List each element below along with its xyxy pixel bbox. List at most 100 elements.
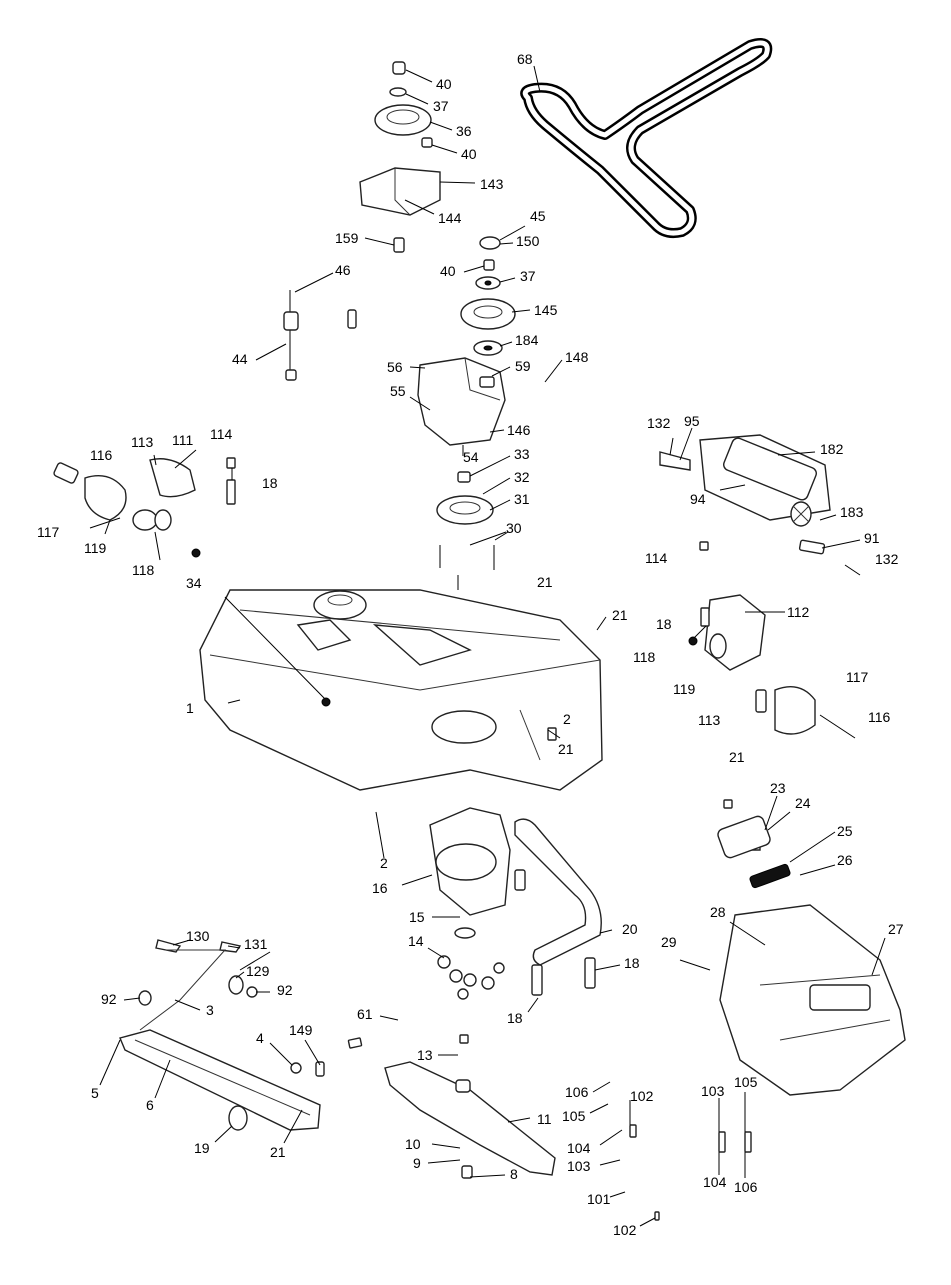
callout-119: 119 — [84, 540, 107, 556]
callout-28: 28 — [710, 904, 726, 920]
callout-16: 16 — [372, 880, 388, 896]
small-hardware-center — [437, 927, 505, 1000]
callout-130: 130 — [186, 928, 210, 944]
bolt-assembly-44 — [283, 290, 357, 381]
callout-24: 24 — [795, 795, 811, 811]
callout-104: 104 — [703, 1174, 727, 1190]
callout-21: 21 — [537, 574, 553, 590]
callout-61: 61 — [357, 1006, 373, 1022]
callout-182: 182 — [820, 441, 844, 457]
callout-8: 8 — [510, 1166, 518, 1182]
callout-33: 33 — [514, 446, 530, 462]
callout-15: 15 — [409, 909, 425, 925]
callout-40: 40 — [461, 146, 477, 162]
callout-101: 101 — [587, 1191, 611, 1207]
callout-21: 21 — [612, 607, 628, 623]
callout-5: 5 — [91, 1085, 99, 1101]
callout-37: 37 — [433, 98, 449, 114]
callout-143: 143 — [480, 176, 504, 192]
callout-144: 144 — [438, 210, 462, 226]
callout-91: 91 — [864, 530, 880, 546]
callout-55: 55 — [390, 383, 406, 399]
callout-44: 44 — [232, 351, 248, 367]
callout-103: 103 — [567, 1158, 591, 1174]
callout-59: 59 — [515, 358, 531, 374]
callout-27: 27 — [888, 921, 904, 937]
callout-105: 105 — [734, 1074, 758, 1090]
callout-10: 10 — [405, 1136, 421, 1152]
small-hardware-bottom-right — [629, 1124, 752, 1221]
callout-113: 113 — [698, 712, 721, 728]
callout-18: 18 — [262, 475, 278, 491]
callout-40: 40 — [436, 76, 452, 92]
callout-103: 103 — [701, 1083, 725, 1099]
callout-20: 20 — [622, 921, 638, 937]
mower-deck — [199, 589, 603, 791]
callout-25: 25 — [837, 823, 853, 839]
callout-146: 146 — [507, 422, 531, 438]
callout-118: 118 — [633, 649, 656, 665]
callout-114: 114 — [645, 550, 668, 566]
callout-106: 106 — [734, 1179, 758, 1195]
callout-104: 104 — [567, 1140, 591, 1156]
callout-114: 114 — [210, 426, 233, 442]
callout-2: 2 — [563, 711, 571, 727]
callout-40: 40 — [440, 263, 456, 279]
callout-68: 68 — [517, 51, 533, 67]
callout-18: 18 — [624, 955, 640, 971]
callout-113: 113 — [131, 434, 154, 450]
callout-37: 37 — [520, 268, 536, 284]
callout-117: 117 — [37, 524, 60, 540]
callout-13: 13 — [417, 1047, 433, 1063]
callout-34: 34 — [186, 575, 202, 591]
callout-1: 1 — [186, 700, 194, 716]
callout-102: 102 — [630, 1088, 654, 1104]
callout-54: 54 — [463, 449, 479, 465]
callout-45: 45 — [530, 208, 546, 224]
callout-116: 116 — [868, 709, 891, 725]
callout-132: 132 — [875, 551, 899, 567]
callout-6: 6 — [146, 1097, 154, 1113]
callout-145: 145 — [534, 302, 558, 318]
callout-31: 31 — [514, 491, 530, 507]
callout-21: 21 — [270, 1144, 286, 1160]
callout-159: 159 — [335, 230, 359, 246]
bracket-arm-20 — [514, 818, 602, 996]
callout-18: 18 — [507, 1010, 523, 1026]
callout-56: 56 — [387, 359, 403, 375]
callout-30: 30 — [506, 520, 522, 536]
callout-148: 148 — [565, 349, 589, 365]
callout-9: 9 — [413, 1155, 421, 1171]
callout-94: 94 — [690, 491, 706, 507]
callout-102: 102 — [613, 1222, 637, 1238]
callout-184: 184 — [515, 332, 539, 348]
callout-4: 4 — [256, 1030, 264, 1046]
callout-116: 116 — [90, 447, 113, 463]
leader-lines — [89, 65, 886, 1227]
callout-150: 150 — [516, 233, 540, 249]
pivot-arm-11 — [347, 1034, 556, 1179]
callout-118: 118 — [132, 562, 155, 578]
callout-183: 183 — [840, 504, 864, 520]
deflector-assembly-27 — [717, 799, 906, 1096]
anti-scalp-roller-assembly — [659, 434, 831, 555]
lower-pulley-31 — [436, 471, 495, 590]
callout-36: 36 — [456, 123, 472, 139]
callout-18: 18 — [656, 616, 672, 632]
callout-106: 106 — [565, 1084, 589, 1100]
callout-149: 149 — [289, 1022, 313, 1038]
callout-92: 92 — [277, 982, 293, 998]
callout-21: 21 — [558, 741, 574, 757]
callout-119: 119 — [673, 681, 696, 697]
callout-111: 111 — [172, 432, 194, 448]
idler-pulley-stack-middle — [417, 236, 516, 446]
callout-131: 131 — [244, 936, 268, 952]
callout-19: 19 — [194, 1140, 210, 1156]
callout-112: 112 — [787, 604, 810, 620]
callout-129: 129 — [246, 963, 270, 979]
callout-14: 14 — [408, 933, 424, 949]
callout-95: 95 — [684, 413, 700, 429]
callout-3: 3 — [206, 1002, 214, 1018]
